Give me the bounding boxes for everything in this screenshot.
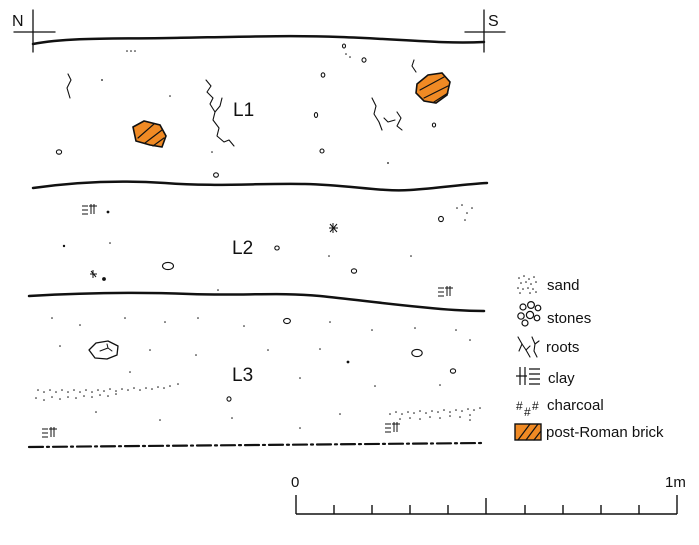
charcoal-marks	[90, 223, 338, 281]
legend-item-brick: post-Roman brick	[514, 423, 664, 441]
sand-dots-icon	[517, 275, 537, 294]
clay-marks	[42, 204, 453, 438]
legend-label-roots: roots	[546, 339, 579, 356]
layer-label-l3: L3	[232, 365, 253, 386]
l2-l3-boundary	[27, 291, 486, 313]
excavation-base-line	[27, 441, 486, 449]
charcoal-hash-icon-mid: #	[524, 405, 531, 419]
scale-start-label: 0	[291, 474, 299, 491]
brick-fragment	[415, 72, 451, 104]
brick-fragment	[132, 120, 167, 148]
legend-label-stones: stones	[547, 310, 591, 327]
legend-label-brick: post-Roman brick	[546, 424, 664, 441]
legend-item-roots: roots	[517, 336, 579, 358]
clay-hatch-icon	[516, 367, 540, 385]
north-label: N	[12, 13, 24, 30]
scale-end-label: 1m	[665, 474, 686, 491]
layer-label-l2: L2	[232, 238, 253, 259]
charcoal-hash-icon-right: #	[532, 399, 539, 413]
l1-l2-boundary	[31, 180, 489, 192]
roots-icon	[517, 336, 540, 358]
sand-texture	[35, 50, 481, 429]
legend: sand stones roots	[514, 275, 664, 441]
south-label: S	[488, 13, 499, 30]
large-stone	[88, 340, 119, 360]
brick-swatch-icon	[514, 423, 542, 441]
legend-item-stones: stones	[517, 301, 591, 327]
south-marker: S	[464, 9, 506, 53]
legend-label-charcoal: charcoal	[547, 397, 604, 414]
legend-item-sand: sand	[517, 275, 580, 294]
north-marker: N	[12, 9, 56, 53]
stones-icon	[517, 301, 542, 327]
scale-bar	[295, 495, 678, 515]
roots-in-l1	[66, 59, 417, 147]
legend-item-clay: clay	[516, 367, 575, 387]
legend-label-clay: clay	[548, 370, 575, 387]
pebbles	[55, 43, 457, 402]
ground-surface-line	[31, 34, 486, 46]
legend-label-sand: sand	[547, 277, 580, 294]
charcoal-hash-icon: #	[516, 399, 523, 413]
layer-label-l1: L1	[233, 100, 254, 121]
legend-item-charcoal: # # # charcoal	[516, 397, 604, 419]
